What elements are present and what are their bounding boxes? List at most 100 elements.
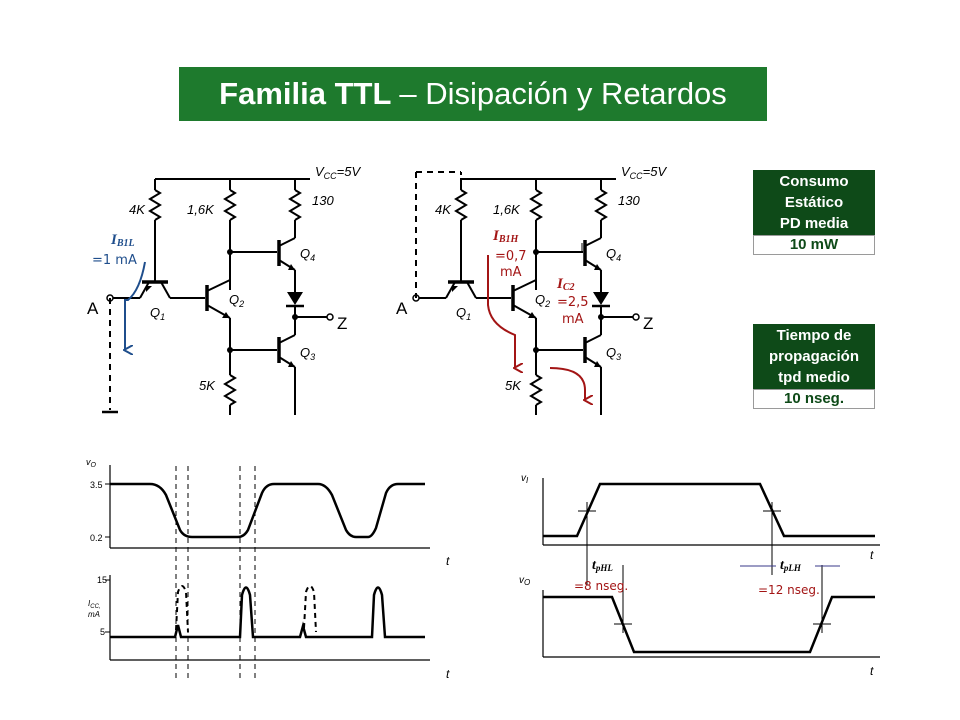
- consumo-value: 10 mW: [753, 235, 875, 255]
- svg-text:Q2: Q2: [229, 292, 244, 309]
- slide-title: Familia TTL – Disipación y Retardos: [179, 67, 767, 121]
- ib1h-sub: B1H: [498, 234, 520, 245]
- r4-label-right: 5K: [505, 378, 522, 393]
- r3-label-left: 130: [312, 193, 334, 208]
- vo-sub-right: O: [524, 578, 530, 587]
- consumo-line3: PD media: [779, 215, 849, 232]
- title-bold: Familia TTL: [219, 76, 392, 111]
- vcc-label-right: V: [621, 164, 631, 179]
- r1-label-left: 4K: [129, 202, 146, 217]
- vo-waveform: [110, 482, 425, 539]
- waveform-right: vI vO t t tpHL =8 nseg. tpLH =12 nseg.: [519, 473, 880, 678]
- q3-label-right: Q: [606, 345, 616, 360]
- tplh-sub: pLH: [783, 563, 802, 573]
- output-z-left: Z: [337, 314, 347, 333]
- vi-waveform: [543, 482, 875, 538]
- q4-sub-left: 4: [310, 253, 315, 263]
- current-arrow-ib1h: [487, 255, 515, 368]
- svg-text:vO: vO: [86, 457, 97, 469]
- q4-label-right: Q: [606, 246, 616, 261]
- svg-text:tpLH: tpLH: [780, 558, 802, 573]
- output-z-right: Z: [643, 314, 653, 333]
- r2-label-right: 1,6K: [493, 202, 521, 217]
- svg-text:IC2: IC2: [556, 276, 575, 293]
- svg-text:VCC=5V: VCC=5V: [315, 164, 361, 181]
- tiempo-line2: propagación: [768, 348, 859, 365]
- ttl-circuit-left: VCC=5V 4K 1,6K 130 5K Q1 Q2 Q3 Q4 A Z IB…: [87, 164, 361, 417]
- svg-text:VCC=5V: VCC=5V: [621, 164, 667, 181]
- q4-label-left: Q: [300, 246, 310, 261]
- q2-sub-right: 2: [544, 299, 550, 309]
- ib1h-value2: mA: [500, 265, 522, 280]
- svg-text:IB1H: IB1H: [492, 228, 520, 245]
- q1-label-left: Q: [150, 305, 160, 320]
- tick-high: 3.5: [90, 480, 103, 490]
- consumo-box: Consumo Estático PD media 10 mW: [753, 170, 875, 255]
- svg-text:Q1: Q1: [150, 305, 165, 322]
- r3-label-right: 130: [618, 193, 640, 208]
- input-a-left: A: [87, 299, 99, 318]
- vo-label-left: v: [86, 457, 91, 467]
- q3-sub-right: 3: [616, 352, 621, 362]
- q2-label-right: Q: [535, 292, 545, 307]
- vi-sub: I: [526, 476, 529, 485]
- consumo-line1: Consumo: [779, 173, 849, 190]
- ib1l-value: =1 mA: [92, 253, 137, 268]
- q4-sub-right: 4: [616, 253, 621, 263]
- svg-text:tpHL: tpHL: [592, 558, 613, 573]
- svg-text:IB1L: IB1L: [110, 232, 135, 249]
- svg-text:Q1: Q1: [456, 305, 471, 322]
- tiempo-header: Tiempo de propagación tpd medio: [753, 324, 875, 389]
- tick-5: 5: [100, 627, 105, 637]
- q2-sub-left: 2: [238, 299, 244, 309]
- time-label-right-1: t: [870, 548, 874, 562]
- waveform-left: vO 3.5 0.2 t ICC, mA 15 5 t: [86, 457, 450, 681]
- icc-unit: mA: [88, 610, 100, 619]
- ib1h-value1: =0,7: [495, 249, 527, 264]
- icc-waveform: [110, 586, 425, 639]
- current-arrow-ic2: [549, 367, 585, 400]
- time-label-left-2: t: [446, 667, 450, 681]
- q1-label-right: Q: [456, 305, 466, 320]
- tplh-value: =12 nseg.: [758, 583, 820, 597]
- q2-label-left: Q: [229, 292, 239, 307]
- tphl-value: =8 nseg.: [574, 579, 628, 593]
- tick-low: 0.2: [90, 533, 103, 543]
- tplh-label: t: [780, 558, 785, 573]
- r1-label-right: 4K: [435, 202, 452, 217]
- q3-label-left: Q: [300, 345, 310, 360]
- icc-sub: CC,: [90, 604, 100, 610]
- r4-label-left: 5K: [199, 378, 216, 393]
- ic2-value2: mA: [562, 312, 584, 327]
- consumo-header: Consumo Estático PD media: [753, 170, 875, 235]
- svg-text:Q2: Q2: [535, 292, 550, 309]
- vo-label-right: v: [519, 575, 525, 586]
- vcc-val-right: =5V: [643, 164, 668, 179]
- svg-text:Q4: Q4: [300, 246, 315, 263]
- time-label-right-2: t: [870, 664, 874, 678]
- vi-label: v: [521, 473, 527, 484]
- tiempo-line3: tpd medio: [778, 369, 850, 386]
- svg-text:vI: vI: [521, 473, 529, 485]
- tiempo-line1: Tiempo de: [776, 327, 852, 344]
- ic2-sub: C2: [563, 282, 575, 293]
- vo-waveform-right: [543, 595, 875, 654]
- q3-sub-left: 3: [310, 352, 315, 362]
- svg-text:vO: vO: [519, 575, 530, 587]
- vcc-sub-right: CC: [630, 171, 643, 181]
- tiempo-value: 10 nseg.: [753, 389, 875, 409]
- tick-15: 15: [97, 575, 107, 585]
- tiempo-box: Tiempo de propagación tpd medio 10 nseg.: [753, 324, 875, 409]
- consumo-line2: Estático: [784, 194, 844, 211]
- svg-text:ICC,: ICC,: [88, 599, 101, 610]
- svg-text:Q3: Q3: [606, 345, 621, 362]
- title-rest: – Disipación y Retardos: [399, 76, 727, 111]
- vcc-sub-left: CC: [324, 171, 337, 181]
- vo-sub-left: O: [91, 462, 97, 469]
- ic2-label: I: [556, 276, 564, 292]
- ib1l-sub: B1L: [116, 238, 135, 249]
- svg-text:Q4: Q4: [606, 246, 621, 263]
- q1-sub-right: 1: [466, 312, 471, 322]
- vcc-label-left: V: [315, 164, 325, 179]
